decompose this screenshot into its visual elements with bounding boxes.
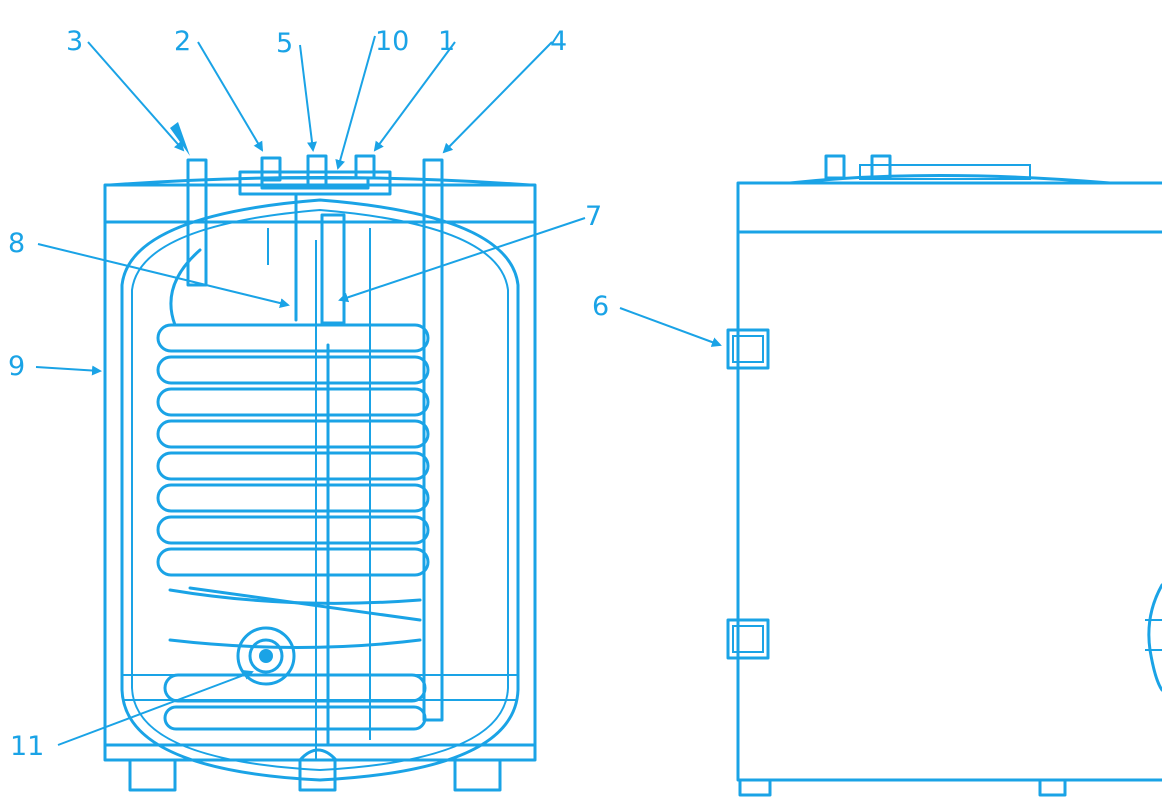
pipe-2 [260,156,282,182]
callout-label-10: 10 [375,26,409,57]
callout-label-4: 4 [550,26,567,57]
flange-11 [236,626,296,686]
tank-shell [120,198,520,782]
callout-label-5: 5 [276,28,293,59]
heating-coil [156,248,430,731]
callouts: 3 2 5 10 1 4 8 7 9 6 11 [8,26,722,762]
front-cutaway-view [103,154,537,792]
lower-connector [726,618,770,660]
callout-label-11: 11 [10,731,44,762]
callout-label-8: 8 [8,228,25,259]
callout-label-6: 6 [592,291,609,322]
callout-label-3: 3 [66,26,83,57]
side-view [726,154,1162,797]
callout-label-9: 9 [8,351,25,382]
pipe-3 [186,158,208,287]
side-casing [736,181,1162,782]
pipe-4 [422,158,444,722]
callout-label-2: 2 [174,26,191,57]
callout-label-7: 7 [585,201,602,232]
pipe-1 [354,154,376,180]
callout-label-1: 1 [438,26,455,57]
pipe-5 [306,154,328,188]
connector-6 [726,328,770,370]
